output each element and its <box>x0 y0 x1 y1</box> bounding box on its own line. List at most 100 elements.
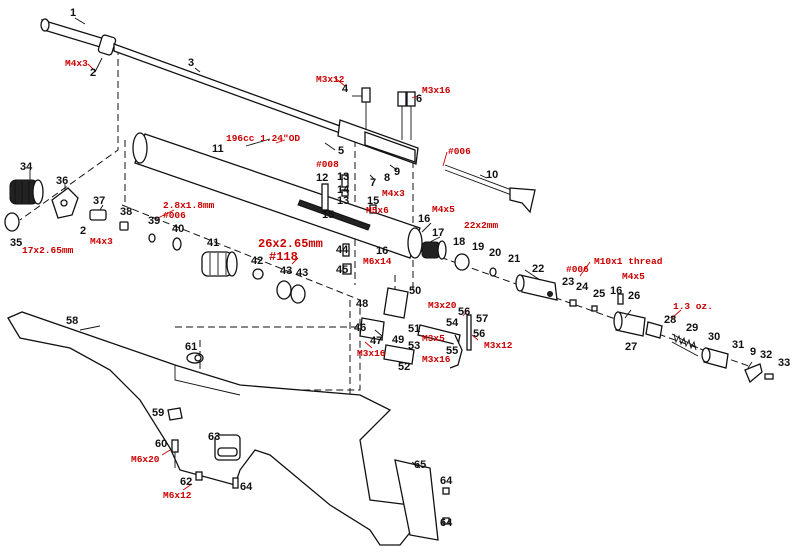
screw-64a <box>232 477 239 489</box>
label-part-24: 24 <box>576 281 589 293</box>
label-part-53: 53 <box>408 340 420 352</box>
label-part-13a: 13 <box>337 171 349 183</box>
label-part-2b: 2 <box>80 225 86 237</box>
label-part-56a: 56 <box>458 306 470 318</box>
label-part-6: 6 <box>416 93 422 105</box>
label-part-22: 22 <box>532 263 544 275</box>
spec-m10x1: M10x1 thread <box>594 256 663 267</box>
label-part-16c: 16 <box>610 285 622 297</box>
adjuster-27 <box>613 311 646 337</box>
label-part-64a: 64 <box>240 481 253 493</box>
label-part-11: 11 <box>212 143 224 155</box>
label-part-9a: 9 <box>394 166 400 178</box>
valve-body-41 <box>201 251 238 277</box>
spec-m4x3-a: M4x3 <box>65 58 88 69</box>
label-part-42: 42 <box>251 255 263 267</box>
label-part-50: 50 <box>409 285 421 297</box>
label-part-21: 21 <box>508 253 520 265</box>
label-part-36: 36 <box>56 175 68 187</box>
label-part-7: 7 <box>370 177 376 189</box>
bolt-45 <box>342 263 352 275</box>
label-part-5: 5 <box>338 145 344 157</box>
part-number-labels: 1 2 3 4 5 6 7 8 9 10 11 12 13 13 14 15 1… <box>10 7 790 529</box>
label-part-10: 10 <box>486 169 498 181</box>
o-ring-39 <box>148 233 156 243</box>
part-shapes <box>4 18 774 546</box>
spec-m4x3-b: M4x3 <box>382 188 405 199</box>
label-part-14: 14 <box>337 184 350 196</box>
spec-leader-lines <box>87 63 682 491</box>
spec-m3x16-a: M3x16 <box>422 85 451 96</box>
label-part-32: 32 <box>760 349 772 361</box>
label-part-4: 4 <box>342 83 349 95</box>
trigger-group <box>359 287 472 369</box>
spring-29 <box>671 333 699 357</box>
o-ring-23 <box>569 299 577 307</box>
spec-008: #008 <box>316 159 339 170</box>
label-part-29: 29 <box>686 322 698 334</box>
label-part-9b: 9 <box>750 346 756 358</box>
label-part-16b: 16 <box>376 245 388 257</box>
pin-38 <box>119 221 129 231</box>
fill-fitting-37 <box>89 209 107 221</box>
spec-17x2-65: 17x2.65mm <box>22 245 74 256</box>
o-ring-43a <box>276 280 292 300</box>
label-part-39: 39 <box>148 215 160 227</box>
label-part-33: 33 <box>778 357 790 369</box>
label-part-12: 12 <box>316 172 328 184</box>
label-part-55: 55 <box>446 345 458 357</box>
label-part-13b: 13 <box>337 195 349 207</box>
label-part-30: 30 <box>708 331 720 343</box>
label-part-49: 49 <box>392 334 404 346</box>
hammer-group <box>421 240 558 301</box>
screw-64b <box>442 487 450 495</box>
label-part-25: 25 <box>593 288 605 300</box>
spec-m4x5-b: M4x5 <box>622 271 645 282</box>
label-part-46: 46 <box>354 322 366 334</box>
trigger-31 <box>744 363 763 384</box>
washer-42 <box>252 268 264 280</box>
spec-006-b: #006 <box>163 210 186 221</box>
screw-64c <box>442 517 450 525</box>
spec-m6x14: M6x14 <box>363 256 392 267</box>
label-part-65: 65 <box>414 459 426 471</box>
label-part-26: 26 <box>628 290 640 302</box>
label-part-17: 17 <box>432 227 444 239</box>
label-part-3: 3 <box>188 57 194 69</box>
label-part-63: 63 <box>208 431 220 443</box>
spec-1-3oz: 1.3 oz. <box>673 301 713 312</box>
label-part-45: 45 <box>336 264 348 276</box>
spec-m6x20: M6x20 <box>131 454 160 465</box>
label-part-23: 23 <box>562 276 574 288</box>
label-part-34: 34 <box>20 161 33 173</box>
spec-m5x6: M5x6 <box>366 205 389 216</box>
spec-m3x16-b: M3x16 <box>357 348 386 359</box>
label-part-27: 27 <box>625 341 637 353</box>
label-part-54: 54 <box>446 317 459 329</box>
spring-25 <box>591 305 598 312</box>
label-part-52: 52 <box>398 361 410 373</box>
label-part-59: 59 <box>152 407 164 419</box>
label-part-20: 20 <box>489 247 501 259</box>
spec-26x2-65: 26x2.65mm <box>258 237 323 251</box>
label-part-43a: 43 <box>280 265 292 277</box>
label-part-47: 47 <box>370 335 382 347</box>
spec-006-c: #006 <box>566 264 589 275</box>
spec-m4x5-a: M4x5 <box>432 204 455 215</box>
label-part-15b: 15 <box>322 209 334 221</box>
label-part-61: 61 <box>185 341 197 353</box>
label-part-28: 28 <box>664 314 676 326</box>
label-part-51: 51 <box>408 323 420 335</box>
label-part-1: 1 <box>70 7 76 19</box>
o-ring-40 <box>172 237 182 251</box>
butt-pad-65 <box>394 459 439 541</box>
label-part-56b: 56 <box>473 328 485 340</box>
label-part-8: 8 <box>384 172 390 184</box>
spec-m3x12-a: M3x12 <box>316 74 345 85</box>
label-part-35: 35 <box>10 237 22 249</box>
screw-26 <box>617 293 624 305</box>
spec-m4x3-c: M4x3 <box>90 236 113 247</box>
spec-m3x20: M3x20 <box>428 300 457 311</box>
spec-118: #118 <box>269 250 298 264</box>
